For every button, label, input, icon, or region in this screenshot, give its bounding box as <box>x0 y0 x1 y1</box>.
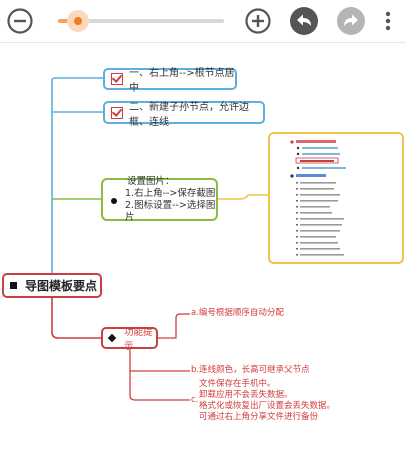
undo-button[interactable] <box>289 6 319 36</box>
node-root[interactable]: 导图模板要点 <box>2 273 102 298</box>
redo-button[interactable] <box>336 6 366 36</box>
plus-circle-icon <box>245 8 271 34</box>
tip-item-b[interactable]: b.连线颜色，长高可继承父节点 <box>191 365 310 375</box>
redo-icon <box>337 7 365 35</box>
mindmap-preview-image <box>290 140 346 256</box>
more-vertical-icon <box>385 11 391 31</box>
more-button[interactable] <box>378 6 398 36</box>
node-branch-2[interactable]: 二、新建子孙节点，允许边框、连线 <box>103 101 265 128</box>
node-branch-2-label: 二、新建子孙节点，允许边框、连线 <box>129 101 249 128</box>
undo-icon <box>290 7 318 35</box>
square-bullet-icon <box>10 282 17 289</box>
tip-item-c[interactable]: 文件保存在手机中。 卸载应用不会丢失数据。 格式化或恢复出厂设置会丢失数据。 可… <box>199 379 335 423</box>
node-branch-1[interactable]: 一、右上角-->根节点居中 <box>103 68 237 94</box>
node-branch-3-line2: 2.图标设置-->选择图片 <box>125 199 216 223</box>
node-image-thumbnail[interactable] <box>268 132 404 264</box>
tip-item-c-line: 格式化或恢复出厂设置会丢失数据。 <box>199 401 336 411</box>
tip-item-c-marker: c. <box>191 395 199 405</box>
node-root-label: 导图模板要点 <box>25 279 98 293</box>
tip-item-c-line: 文件保存在手机中。 <box>199 379 276 389</box>
zoom-in-button[interactable] <box>243 6 273 36</box>
zoom-slider-thumb[interactable] <box>66 10 89 32</box>
checkbox-icon <box>111 106 123 119</box>
toolbar <box>0 0 406 43</box>
zoom-slider[interactable] <box>58 10 224 32</box>
node-branch-3-line1: 1.右上角-->保存截图 <box>125 187 216 199</box>
tip-item-c-line: 可通过右上角分享文件进行备份 <box>199 412 319 422</box>
checkbox-icon <box>111 73 123 85</box>
node-branch-3[interactable]: 设置图片： 1.右上角-->保存截图 2.图标设置-->选择图片 <box>101 175 218 223</box>
tip-item-c-line: 卸载应用不会丢失数据。 <box>199 390 293 400</box>
node-tips[interactable]: 功能提示 <box>101 327 158 352</box>
node-tips-label: 功能提示 <box>124 327 153 352</box>
tip-item-a[interactable]: a.编号根据顺序自动分配 <box>191 308 284 318</box>
zoom-out-button[interactable] <box>5 6 35 36</box>
diamond-icon <box>107 333 117 343</box>
node-branch-1-label: 一、右上角-->根节点居中 <box>129 68 235 94</box>
node-branch-3-title: 设置图片： <box>127 175 175 187</box>
minus-circle-icon <box>7 8 33 34</box>
bullet-icon <box>111 198 117 204</box>
